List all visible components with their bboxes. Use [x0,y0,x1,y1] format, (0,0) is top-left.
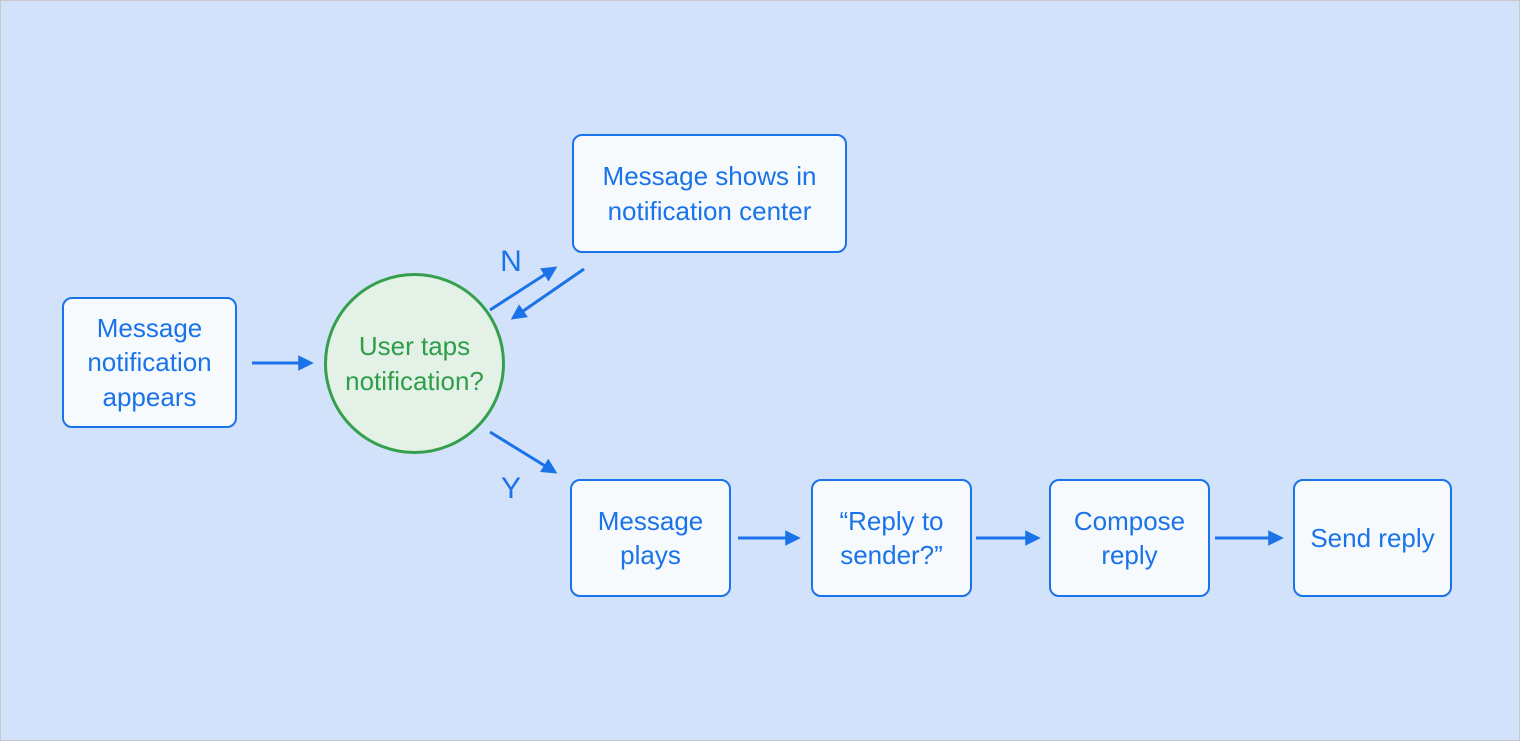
node-label: Message plays [597,505,704,570]
node-label: User taps notification? [345,331,484,396]
node-send-reply: Send reply [1293,479,1452,597]
node-label: Send reply [1310,522,1435,553]
node-reply-to-sender: “Reply to sender?” [811,479,972,597]
node-label: Compose reply [1073,505,1186,570]
node-message-plays: Message plays [570,479,731,597]
node-label: Message notification appears [87,313,212,412]
node-user-taps-notification: User taps notification? [324,273,505,454]
node-message-shows-in-notification-center: Message shows in notification center [572,134,847,253]
node-label: Message shows in notification center [602,161,817,226]
node-message-notification-appears: Message notification appears [62,297,237,428]
node-label: “Reply to sender?” [839,505,944,570]
edge-label-yes: Y [500,472,521,505]
edge-label-no: N [500,245,522,278]
arrow-decision-to-message-plays [489,430,558,474]
node-compose-reply: Compose reply [1049,479,1210,597]
